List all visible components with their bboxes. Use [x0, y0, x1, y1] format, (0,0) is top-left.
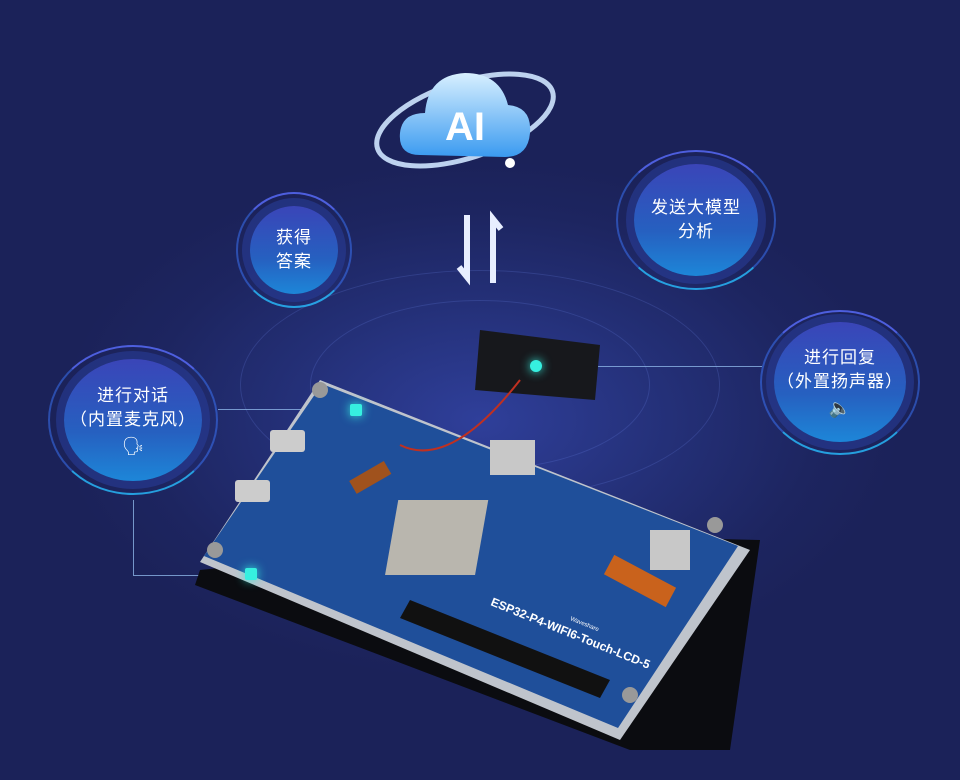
bubble-text: 发送大模型: [651, 198, 741, 218]
bubble-text: 答案: [276, 252, 312, 272]
bubble-text: （外置扬声器）: [777, 372, 903, 392]
bubble-text: 进行回复: [804, 348, 876, 368]
bubble-send-model: 发送大模型 分析: [616, 150, 776, 290]
exchange-arrows-icon: [456, 210, 504, 286]
bubble-text: 获得: [276, 228, 312, 248]
speaking-head-icon: 🗣: [121, 435, 145, 457]
callout-line: [218, 409, 354, 410]
bubble-reply: 进行回复 （外置扬声器） 🔈: [760, 310, 920, 455]
esp32-board: ESP32-P4-WIFI6-Touch-LCD-5 Waveshare: [195, 330, 760, 750]
callout-line: [133, 500, 134, 575]
speaker-icon: 🔈: [828, 398, 852, 419]
ai-cloud-icon: AI: [374, 71, 556, 169]
bubble-get-answer: 获得 答案: [236, 192, 352, 308]
bubble-text: （内置麦克风）: [70, 409, 196, 430]
bubble-dialog: 进行对话 （内置麦克风） 🗣: [48, 345, 218, 495]
callout-line: [540, 366, 762, 367]
mic-indicator: [350, 404, 362, 416]
bubble-text: 进行对话: [97, 385, 169, 406]
callout-line: [133, 575, 253, 576]
bubble-text: 分析: [678, 222, 714, 242]
speaker-indicator-dot: [530, 360, 542, 372]
svg-text:AI: AI: [445, 105, 485, 149]
mic-indicator: [245, 568, 257, 580]
